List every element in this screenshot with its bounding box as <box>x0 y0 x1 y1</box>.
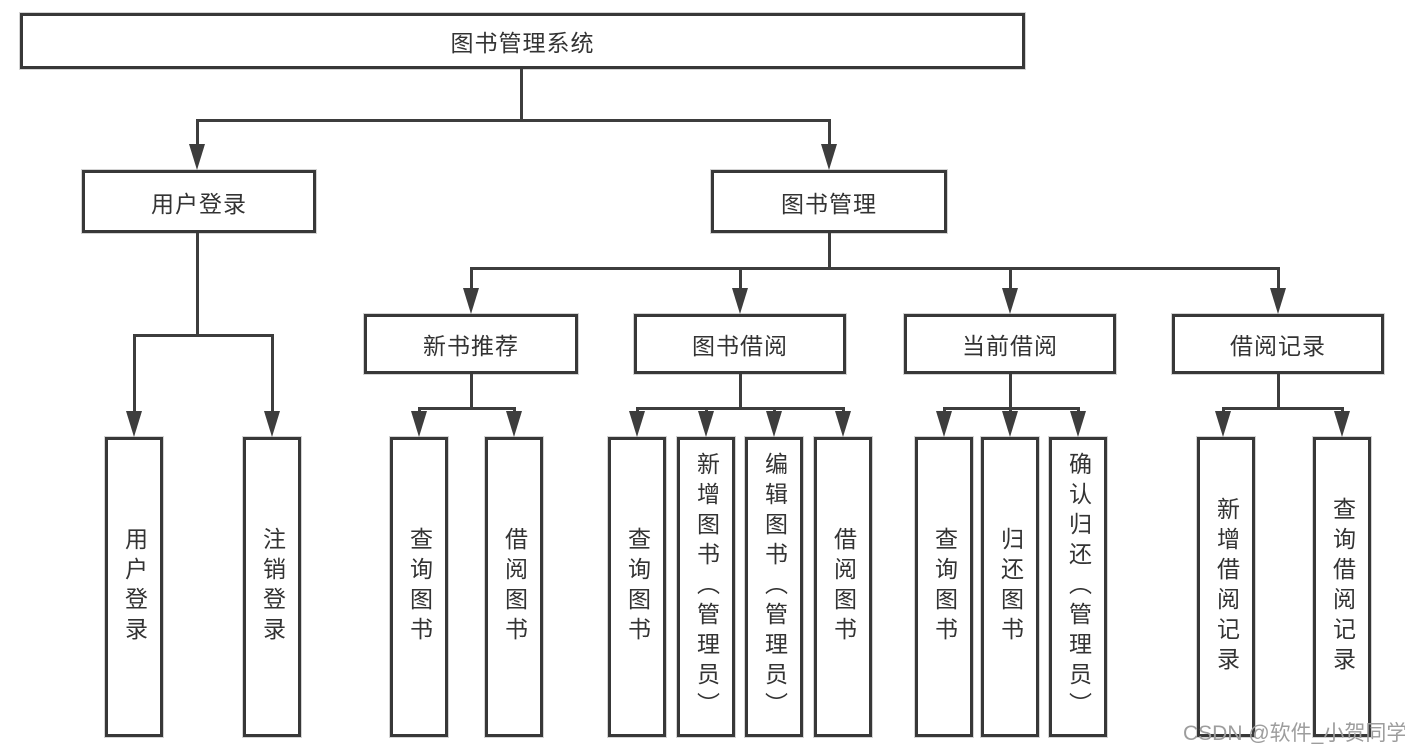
leaf-confirm-return-admin: 确认归还（管理员） <box>1049 437 1107 737</box>
connector-line <box>133 335 136 417</box>
arrowhead-down-icon <box>1070 411 1086 437</box>
watermark: CSDN @软件_小贺同学 <box>1183 722 1405 745</box>
arrowhead-down-icon <box>463 288 479 314</box>
leaf-logout: 注销登录 <box>243 437 301 737</box>
connector-line <box>739 374 742 409</box>
leaf-query-books-borrow: 查询图书 <box>608 437 666 737</box>
arrowhead-down-icon <box>629 411 645 437</box>
leaf-add-borrow-record-label: 新增借阅记录 <box>1213 497 1240 677</box>
connector-line <box>196 120 199 156</box>
leaf-borrow-books-borrow: 借阅图书 <box>814 437 872 737</box>
connector-line <box>470 374 473 409</box>
arrowhead-down-icon <box>189 144 205 170</box>
leaf-return-books: 归还图书 <box>981 437 1039 737</box>
leaf-user-login-label: 用户登录 <box>121 527 148 647</box>
connector-line <box>271 335 274 417</box>
connector-line <box>133 334 274 337</box>
leaf-return-books-label: 归还图书 <box>997 527 1024 647</box>
arrowhead-down-icon <box>936 411 952 437</box>
arrowhead-down-icon <box>126 411 142 437</box>
leaf-edit-books-admin-label: 编辑图书（管理员） <box>761 452 788 722</box>
leaf-user-login: 用户登录 <box>105 437 163 737</box>
leaf-borrow-books-recommend: 借阅图书 <box>485 437 543 737</box>
leaf-query-books-current-label: 查询图书 <box>931 527 958 647</box>
leaf-add-books-admin: 新增图书（管理员） <box>677 437 735 737</box>
leaf-borrow-books-recommend-label: 借阅图书 <box>501 527 528 647</box>
leaf-query-borrow-record: 查询借阅记录 <box>1313 437 1371 737</box>
connector-line <box>828 233 831 269</box>
connector-line <box>1277 268 1280 294</box>
leaf-query-books-recommend: 查询图书 <box>390 437 448 737</box>
node-book-management-label: 图书管理 <box>781 190 877 217</box>
node-user-login: 用户登录 <box>82 170 316 233</box>
node-borrow-records-label: 借阅记录 <box>1230 333 1326 359</box>
leaf-confirm-return-admin-label: 确认归还（管理员） <box>1065 452 1092 722</box>
leaf-query-books-current: 查询图书 <box>915 437 973 737</box>
connector-line <box>418 407 516 410</box>
leaf-edit-books-admin: 编辑图书（管理员） <box>745 437 803 737</box>
arrowhead-down-icon <box>1215 411 1231 437</box>
leaf-add-borrow-record: 新增借阅记录 <box>1197 437 1255 737</box>
arrowhead-down-icon <box>264 411 280 437</box>
connector-line <box>520 69 523 121</box>
arrowhead-down-icon <box>1270 288 1286 314</box>
connector-line <box>1009 268 1012 294</box>
node-book-management: 图书管理 <box>711 170 947 233</box>
arrowhead-down-icon <box>698 411 714 437</box>
connector-line <box>470 267 1280 270</box>
connector-line <box>196 233 199 336</box>
node-book-borrow: 图书借阅 <box>634 314 846 374</box>
connector-line <box>1277 374 1280 409</box>
connector-line <box>470 268 473 294</box>
arrowhead-down-icon <box>1334 411 1350 437</box>
arrowhead-down-icon <box>766 411 782 437</box>
connector-line <box>828 120 831 156</box>
arrowhead-down-icon <box>1002 411 1018 437</box>
node-new-book-recommend-label: 新书推荐 <box>423 333 519 359</box>
arrowhead-down-icon <box>506 411 522 437</box>
leaf-query-books-recommend-label: 查询图书 <box>406 527 433 647</box>
node-root-label: 图书管理系统 <box>450 30 595 56</box>
node-current-borrow-label: 当前借阅 <box>962 333 1058 359</box>
connector-line <box>1222 407 1344 410</box>
leaf-logout-label: 注销登录 <box>259 527 286 647</box>
leaf-add-books-admin-label: 新增图书（管理员） <box>693 452 720 722</box>
leaf-query-borrow-record-label: 查询借阅记录 <box>1329 497 1356 677</box>
arrowhead-down-icon <box>1002 288 1018 314</box>
leaf-borrow-books-borrow-label: 借阅图书 <box>830 527 857 647</box>
node-borrow-records: 借阅记录 <box>1172 314 1384 374</box>
node-new-book-recommend: 新书推荐 <box>364 314 578 374</box>
arrowhead-down-icon <box>411 411 427 437</box>
leaf-query-books-borrow-label: 查询图书 <box>624 527 651 647</box>
node-root: 图书管理系统 <box>20 13 1025 69</box>
node-book-borrow-label: 图书借阅 <box>692 333 788 359</box>
connector-line <box>636 407 845 410</box>
connector-line <box>739 268 742 294</box>
arrowhead-down-icon <box>821 144 837 170</box>
connector-line <box>196 119 831 122</box>
connector-line <box>1009 374 1012 409</box>
node-user-login-label: 用户登录 <box>151 190 247 217</box>
arrowhead-down-icon <box>732 288 748 314</box>
node-current-borrow: 当前借阅 <box>904 314 1116 374</box>
arrowhead-down-icon <box>835 411 851 437</box>
